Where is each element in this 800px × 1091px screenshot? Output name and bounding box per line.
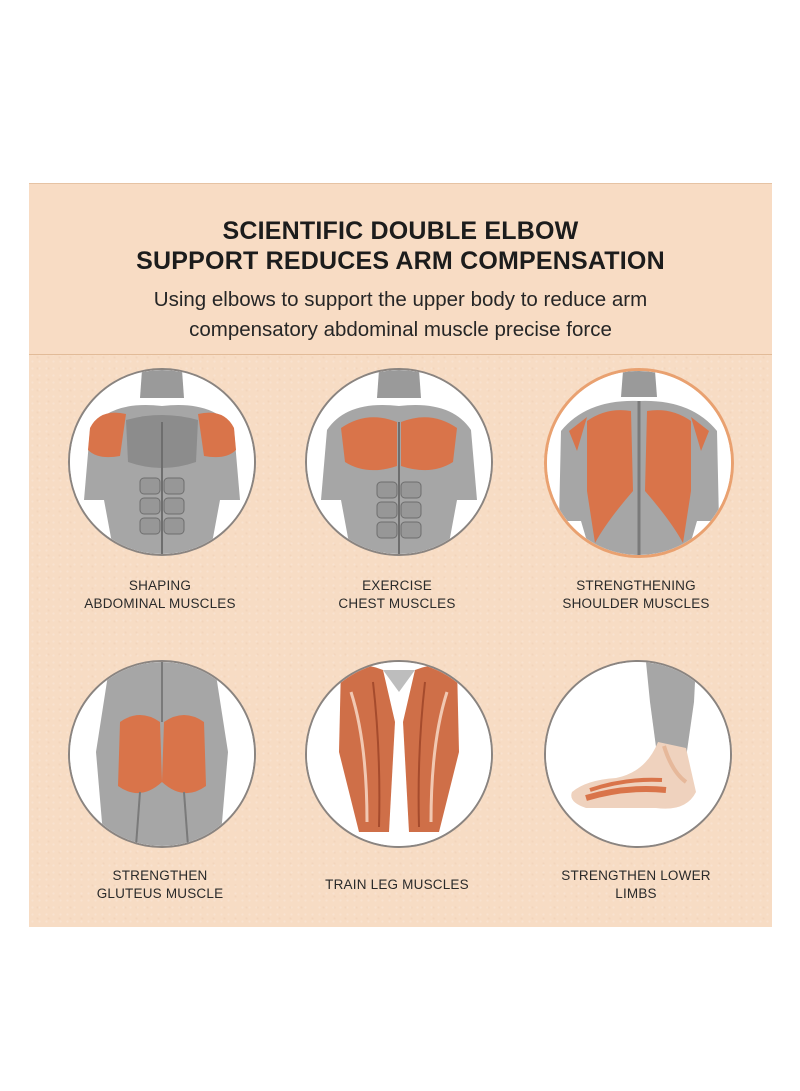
caption: STRENGTHEN GLUTEUS MUSCLE: [60, 867, 260, 903]
caption-line-1: STRENGTHEN LOWER: [561, 868, 711, 883]
glutes-icon: [68, 660, 256, 848]
caption-line-2: SHOULDER MUSCLES: [562, 596, 710, 611]
caption-line-1: TRAIN LEG MUSCLES: [325, 877, 469, 892]
caption-line-2: ABDOMINAL MUSCLES: [84, 596, 236, 611]
torso-shoulders-icon: [68, 368, 256, 556]
caption: STRENGTHENING SHOULDER MUSCLES: [536, 577, 736, 613]
subheading-line-1: Using elbows to support the upper body t…: [153, 288, 648, 311]
caption-line-1: SHAPING: [128, 578, 192, 593]
caption: SHAPING ABDOMINAL MUSCLES: [60, 577, 260, 613]
caption-line-2: CHEST MUSCLES: [338, 596, 456, 611]
subheading-line-2: compensatory abdominal muscle precise fo…: [189, 318, 612, 341]
caption-line-2: GLUTEUS MUSCLE: [96, 886, 224, 901]
back-icon: [544, 368, 734, 558]
caption: TRAIN LEG MUSCLES: [297, 876, 497, 894]
caption: EXERCISE CHEST MUSCLES: [297, 577, 497, 613]
foot-icon: [544, 660, 732, 848]
feature-panel: SCIENTIFIC DOUBLE ELBOW SUPPORT REDUCES …: [29, 183, 772, 927]
caption-line-1: EXERCISE: [362, 578, 432, 593]
caption-line-1: STRENGTHENING: [576, 578, 696, 593]
heading-line-2: SUPPORT REDUCES ARM COMPENSATION: [136, 247, 665, 275]
header-band: SCIENTIFIC DOUBLE ELBOW SUPPORT REDUCES …: [29, 183, 772, 355]
caption: STRENGTHEN LOWER LIMBS: [536, 867, 736, 903]
torso-chest-icon: [305, 368, 493, 556]
legs-icon: [305, 660, 493, 848]
caption-line-2: LIMBS: [615, 886, 657, 901]
heading-line-1: SCIENTIFIC DOUBLE ELBOW: [222, 217, 579, 245]
caption-line-1: STRENGTHEN: [112, 868, 208, 883]
